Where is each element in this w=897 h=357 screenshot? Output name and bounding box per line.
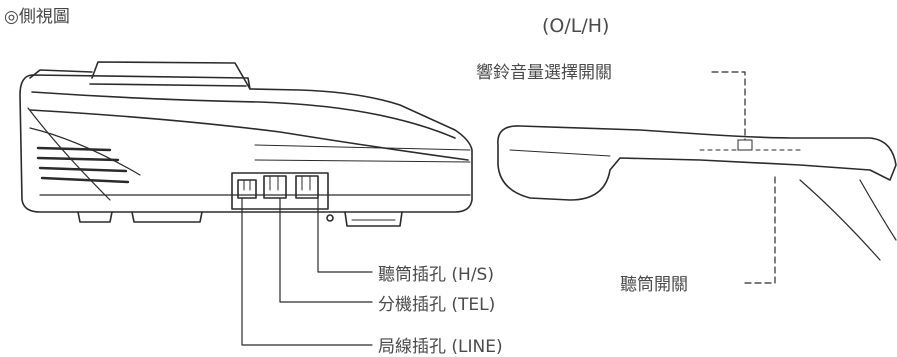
hook-switch-label: 聽筒開關 bbox=[620, 275, 688, 295]
handset-illustration bbox=[497, 125, 897, 261]
extension-jack-label: 分機插孔 (TEL) bbox=[378, 295, 495, 315]
volume-modes-label: (O/L/H) bbox=[542, 15, 609, 37]
leader-lines bbox=[241, 71, 776, 346]
line-jack-label: 局線插孔 (LINE) bbox=[378, 337, 503, 357]
phone-base-illustration bbox=[19, 61, 473, 227]
page-title: ◎側視圖 bbox=[4, 7, 70, 27]
ringer-switch-label: 響鈴音量選擇開關 bbox=[476, 63, 612, 83]
handset-jack-label: 聽筒插孔 (H/S) bbox=[378, 265, 494, 285]
